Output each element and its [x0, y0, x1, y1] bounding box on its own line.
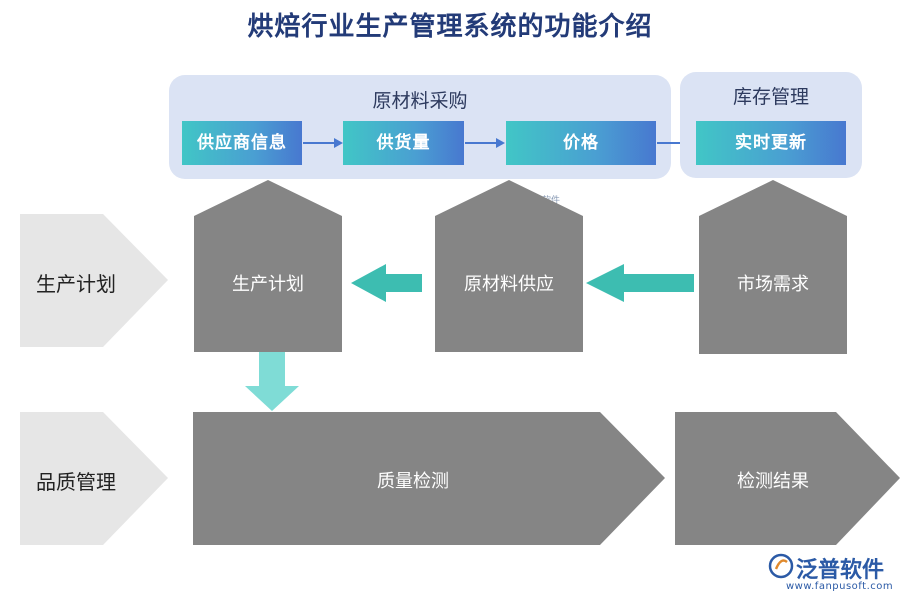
- row-label-chevron-quality: [20, 412, 168, 545]
- teal-arrow-left-icon: [586, 264, 694, 302]
- realtime-update-chip[interactable]: 实时更新: [696, 121, 846, 165]
- light-teal-arrow-down-icon: [245, 352, 299, 411]
- quality-check-chevron: [193, 412, 665, 545]
- block-label-quality-check: 质量检测: [377, 471, 449, 492]
- block-label-material-supply: 原材料供应: [464, 274, 554, 295]
- block-label-production-plan: 生产计划: [232, 274, 304, 295]
- inspection-result-chevron: [675, 412, 900, 545]
- logo-url: www.fanpusoft.com: [786, 581, 894, 592]
- row-label-production: 生产计划: [36, 272, 116, 296]
- arrow-line: [303, 142, 335, 144]
- procurement-group-title: 原材料采购: [372, 90, 468, 112]
- logo-name: 泛普软件: [796, 558, 885, 583]
- row-label-quality: 品质管理: [36, 470, 116, 494]
- inventory-group-title: 库存管理: [732, 86, 809, 108]
- price-chip[interactable]: 价格: [506, 121, 656, 165]
- teal-arrow-left-icon: [351, 264, 422, 302]
- house-block-production-plan: [194, 180, 342, 352]
- supplier-info-chip[interactable]: 供应商信息: [182, 121, 302, 165]
- house-block-material-supply: [435, 180, 583, 352]
- block-label-market-demand: 市场需求: [737, 274, 809, 295]
- page-title: 烘焙行业生产管理系统的功能介绍: [247, 12, 653, 42]
- house-block-market-demand: [699, 180, 847, 354]
- arrow-head-icon: [334, 138, 343, 148]
- arrow-line: [465, 142, 497, 144]
- row-label-chevron-production: [20, 214, 168, 347]
- block-label-inspection-result: 检测结果: [737, 471, 809, 492]
- arrow-line: [657, 142, 687, 144]
- supply-volume-chip[interactable]: 供货量: [343, 121, 464, 165]
- arrow-head-icon: [496, 138, 505, 148]
- fanpu-logo-icon: [768, 553, 794, 579]
